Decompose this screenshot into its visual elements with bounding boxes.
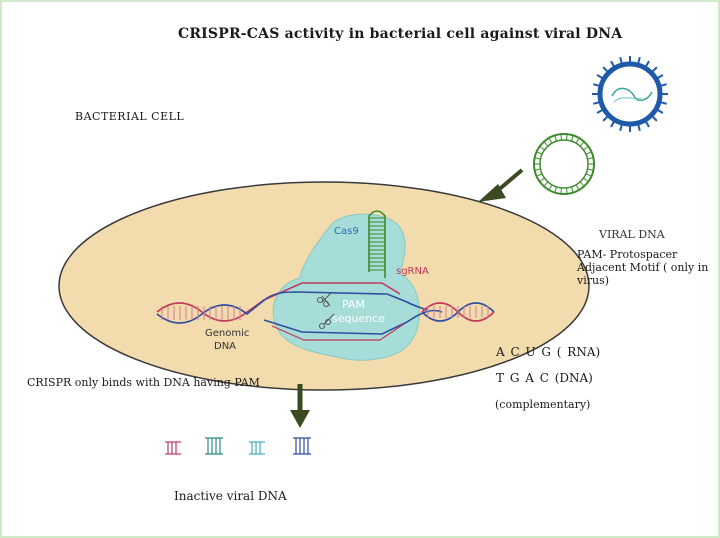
inactive-dna-fragment-2 (205, 437, 223, 455)
diagram-title: CRISPR-CAS activity in bacterial cell ag… (178, 26, 623, 42)
dna-sequence: T G A C (DNA) (496, 371, 593, 385)
crispr-binding-note: CRISPR only binds with DNA having PAM (27, 376, 260, 389)
genomic-dna-label-line2: DNA (214, 341, 236, 352)
genomic-dna-label-line1: Genomic (205, 328, 249, 339)
down-arrow-icon (290, 384, 310, 428)
dna-lower-strand-blue (263, 309, 443, 335)
dna-lower-strand-red (271, 323, 405, 341)
complementary-note: (complementary) (495, 398, 591, 411)
dna-upper-strand-red (156, 282, 401, 322)
pam-sequence-label-line2: sequence (332, 312, 385, 325)
sgrna-label: sgRNA (396, 266, 429, 277)
genomic-dna-strands (156, 282, 495, 341)
virus-icon (592, 56, 668, 132)
viral-dna-circle-icon (533, 133, 595, 195)
cas9-protein (272, 213, 420, 361)
cas9-label: Cas9 (334, 226, 359, 237)
inactive-dna-fragment-4 (293, 437, 311, 455)
dna-upper-strand-blue (156, 291, 428, 324)
inactive-viral-dna-label: Inactive viral DNA (174, 489, 287, 503)
pam-definition: PAM- Protospacer Adjacent Motif ( only i… (577, 248, 709, 287)
inactive-dna-fragment-3 (249, 441, 265, 455)
inactive-dna-fragment-1 (165, 441, 181, 455)
bacterial-cell-label: BACTERIAL CELL (75, 110, 185, 123)
scissors-icon (317, 291, 333, 307)
arrow-icon (478, 168, 524, 202)
pam-sequence-label-line1: PAM (342, 298, 365, 311)
rna-sequence: A C U G ( RNA) (496, 345, 601, 359)
sgrna-hairpin (368, 210, 386, 278)
scissors-icon-lower (319, 313, 335, 329)
viral-dna-label: VIRAL DNA (599, 228, 665, 241)
